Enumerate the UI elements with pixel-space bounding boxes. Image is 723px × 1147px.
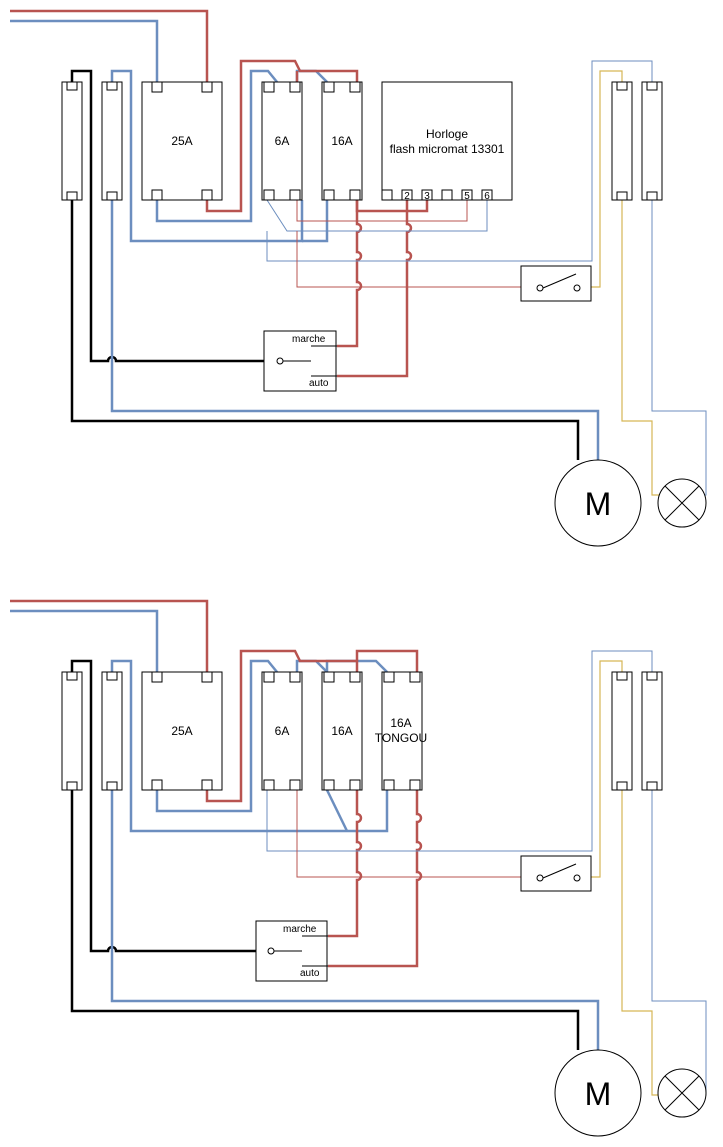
- clock-terminal: [401, 189, 413, 201]
- breaker-16a-label: 16A: [331, 134, 352, 148]
- lamp-icon: [657, 1068, 707, 1118]
- clock-title: Horloge: [426, 127, 468, 141]
- breaker-16a-label: 16A: [331, 724, 352, 738]
- lamp-switch-out: [591, 660, 623, 878]
- breaker-tongou-rating: 16A: [390, 716, 411, 730]
- supply-phase-wire: [10, 599, 209, 672]
- selector-marche-label: marche: [292, 334, 326, 345]
- phase-auto-wire: [337, 200, 413, 378]
- phase-16a-to-clock: [355, 200, 429, 213]
- breaker-16a: [321, 81, 363, 201]
- clock-terminal-number: 2: [404, 191, 410, 202]
- clock-model: flash micromat 13301: [390, 142, 505, 156]
- breaker-16a: [321, 671, 363, 791]
- clock-terminal: [441, 189, 453, 201]
- supply-phase-wire: [10, 9, 209, 82]
- neutral-terminal-block: [101, 81, 123, 201]
- light-switch: [520, 265, 592, 302]
- neutral-bus-wire: [110, 69, 304, 243]
- breaker-6a: [261, 81, 303, 201]
- lamp-phase-wire: [621, 200, 660, 496]
- phase-marche-wire: [328, 790, 363, 938]
- clock-terminal-number: 3: [424, 191, 430, 202]
- neutral-16a-out: [325, 789, 349, 832]
- lamp-switch-out: [591, 70, 623, 288]
- phase-auto-wire: [328, 790, 423, 968]
- breaker-6a-label: 6A: [275, 724, 290, 738]
- breaker-tongou: [381, 671, 423, 791]
- clock-terminal-number: 5: [464, 191, 470, 202]
- control-wire-6a-clock: [296, 200, 468, 222]
- neutral-6a-to-16a: [295, 69, 328, 83]
- breaker-25a-label: 25A: [171, 134, 192, 148]
- lamp-phase-block: [611, 81, 633, 201]
- breaker-25a: [141, 81, 223, 201]
- selector-marche-label: marche: [283, 924, 317, 935]
- selector-auto-label: auto: [309, 378, 329, 389]
- motor: [554, 459, 642, 547]
- breaker-25a: [141, 671, 223, 791]
- lamp-neutral-block: [641, 671, 663, 791]
- lamp-neutral-wire: [651, 790, 707, 1096]
- motor-label: M: [585, 486, 612, 522]
- phase-marche-wire: [337, 200, 363, 348]
- supply-neutral-wire: [10, 609, 159, 672]
- breaker-6a-label: 6A: [275, 134, 290, 148]
- control-neutral-lamp: [266, 60, 653, 262]
- neutral-terminal-block: [101, 671, 123, 791]
- light-switch: [520, 855, 592, 892]
- neutral-25a-to-6a: [155, 659, 278, 813]
- earth-wire-switch: [70, 659, 256, 953]
- phase-25a-to-breakers: [205, 59, 359, 213]
- clock-terminal: [461, 189, 473, 201]
- breaker-6a: [261, 671, 303, 791]
- diagram-2: 25A 6A 16A 16A TONGOU marche auto: [10, 599, 707, 1137]
- earth-wire-motor: [70, 790, 580, 1050]
- motor-label: M: [585, 1076, 612, 1112]
- neutral-motor-wire: [110, 200, 600, 460]
- neutral-6a-to-16a: [295, 659, 328, 673]
- neutral-25a-to-6a: [155, 69, 278, 223]
- clock-terminal: [381, 189, 393, 201]
- selector-auto-label: auto: [300, 968, 320, 979]
- supply-neutral-wire: [10, 19, 159, 82]
- earth-terminal-block: [61, 671, 83, 791]
- earth-terminal-block: [61, 81, 83, 201]
- motor: [554, 1049, 642, 1137]
- control-neutral-clock: [266, 199, 488, 232]
- control-phase-switch: [296, 231, 521, 288]
- neutral-motor-wire: [110, 790, 600, 1050]
- earth-wire-motor: [70, 200, 580, 460]
- clock-terminal-number: 6: [484, 191, 490, 202]
- earth-wire-switch: [70, 69, 264, 363]
- breaker-25a-label: 25A: [171, 724, 192, 738]
- phase-to-tongou: [355, 649, 419, 672]
- clock-terminals: 2 3 5 6: [381, 189, 493, 202]
- control-neutral-lamp: [266, 650, 653, 852]
- breaker-tongou-brand: TONGOU: [375, 731, 427, 745]
- lamp-neutral-block: [641, 81, 663, 201]
- phase-25a-to-breakers: [205, 649, 359, 803]
- lamp-phase-wire: [621, 790, 660, 1096]
- clock-module: [381, 81, 513, 201]
- control-phase-switch: [296, 790, 521, 878]
- neutral-bus-wire: [110, 659, 389, 833]
- clock-terminal: [481, 189, 493, 201]
- lamp-phase-block: [611, 671, 633, 791]
- lamp-neutral-wire: [651, 200, 707, 496]
- neutral-16a-out: [302, 200, 329, 243]
- clock-terminal: [421, 189, 433, 201]
- diagram-1: 25A 6A 16A Horloge flash micromat 13301 …: [10, 9, 707, 547]
- lamp-icon: [657, 478, 707, 528]
